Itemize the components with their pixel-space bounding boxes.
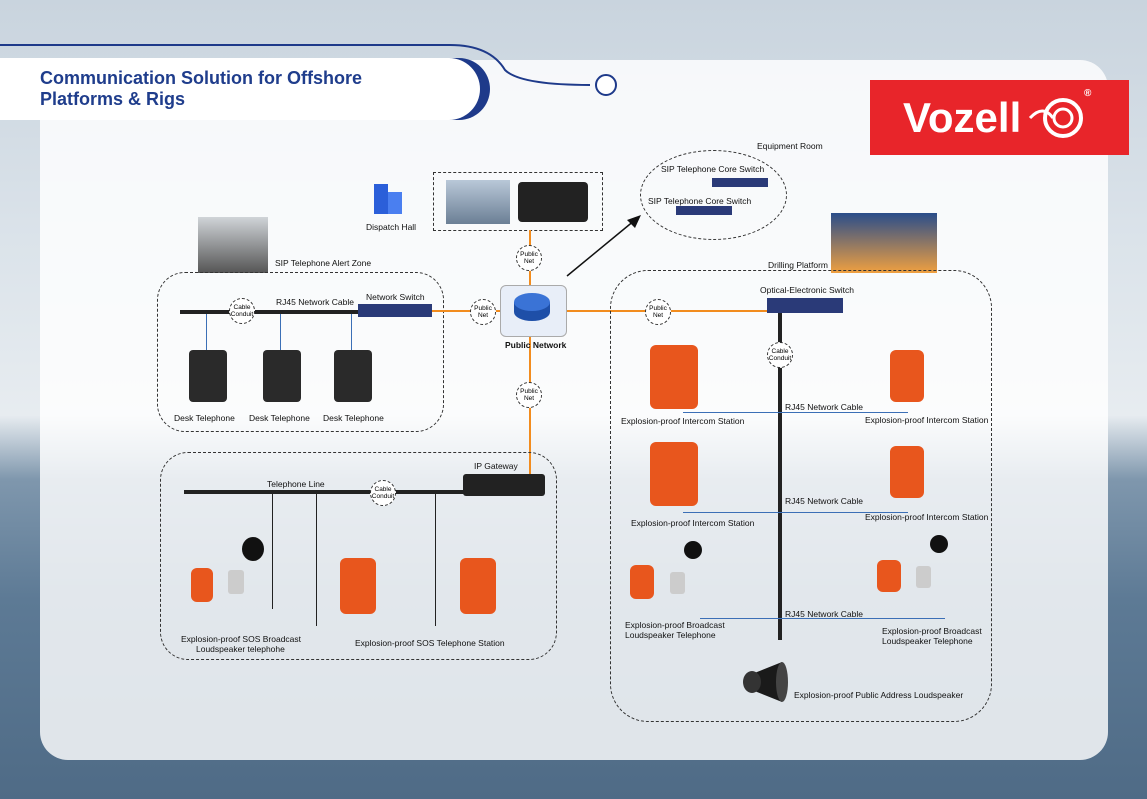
pa-loudspeaker-label: Explosion-proof Public Address Loudspeak… — [794, 690, 964, 700]
sos-broadcast-junction-box — [228, 570, 244, 594]
core-switch-label-2: SIP Telephone Core Switch — [648, 196, 752, 206]
rj45-label-row-3: RJ45 Network Cable — [785, 609, 863, 619]
rj45-cable-row-1 — [683, 412, 908, 413]
intercom-station-3 — [650, 442, 698, 506]
public-net-vertical-line — [529, 230, 531, 492]
rj45-cable-row-2 — [683, 512, 908, 513]
core-switch-1 — [712, 178, 768, 187]
phone-cable-1 — [206, 314, 207, 350]
equipment-room-zone — [640, 150, 787, 240]
dispatch-hall-label: Dispatch Hall — [366, 222, 417, 232]
sos-station-cable-1 — [316, 494, 317, 626]
public-network-label: Public Network — [505, 340, 567, 350]
network-switch-label: Network Switch — [366, 292, 425, 302]
rj45-label-row-2: RJ45 Network Cable — [785, 496, 863, 506]
ip-gateway-label: IP Gateway — [474, 461, 518, 471]
broadcast-label-left-1: Explosion-proof Broadcast — [625, 620, 725, 630]
alert-zone-label: SIP Telephone Alert Zone — [275, 258, 372, 268]
telephone-line — [184, 490, 464, 494]
drilling-backbone-cable — [778, 313, 782, 640]
building-icon — [374, 184, 402, 214]
intercom-label-3: Explosion-proof Intercom Station — [631, 518, 755, 528]
optical-switch-label: Optical-Electronic Switch — [760, 285, 855, 295]
intercom-station-4 — [890, 446, 924, 498]
sos-broadcast-speaker — [242, 537, 264, 561]
public-net-horizontal-line — [432, 310, 767, 312]
alert-zone — [157, 272, 444, 432]
intercom-label-1: Explosion-proof Intercom Station — [621, 416, 745, 426]
pa-loudspeaker-icon — [743, 662, 788, 702]
rj45-cable-label: RJ45 Network Cable — [276, 297, 354, 307]
drilling-platform-zone — [610, 270, 992, 722]
drilling-platform-photo — [831, 213, 937, 273]
intercom-label-4: Explosion-proof Intercom Station — [865, 512, 989, 522]
sos-station-cable-2 — [435, 494, 436, 626]
intercom-station-1 — [650, 345, 698, 409]
broadcast-speaker-left — [684, 541, 702, 559]
broadcast-junction-right — [916, 566, 931, 588]
rj45-cable-row-3 — [700, 618, 945, 619]
equipment-room-label: Equipment Room — [757, 141, 823, 151]
sos-broadcast-cable — [272, 494, 273, 609]
broadcast-label-right-2: Loudspeaker Telephone — [882, 636, 973, 646]
title-decoration-line — [0, 44, 617, 96]
ip-gateway — [463, 474, 545, 496]
desk-telephone-label-2: Desk Telephone — [249, 413, 310, 423]
rj45-label-row-1: RJ45 Network Cable — [785, 402, 863, 412]
dispatch-hall-zone — [433, 172, 603, 231]
broadcast-label-right-1: Explosion-proof Broadcast — [882, 626, 982, 636]
intercom-station-2 — [890, 350, 924, 402]
office-photo — [198, 217, 268, 273]
telephone-line-label: Telephone Line — [267, 479, 325, 489]
broadcast-junction-left — [670, 572, 685, 594]
broadcast-label-left-2: Loudspeaker Telephone — [625, 630, 716, 640]
broadcast-phone-right — [877, 560, 901, 592]
core-switch-2 — [676, 206, 732, 215]
broadcast-speaker-right — [930, 535, 948, 553]
desk-telephone-label-3: Desk Telephone — [323, 413, 384, 423]
title-bar — [0, 58, 480, 120]
logo-swirl-icon — [1028, 98, 1083, 138]
router-icon — [514, 293, 550, 321]
sos-telephone-station-2 — [460, 558, 496, 614]
diagram-panel — [40, 60, 1108, 760]
network-switch — [358, 304, 432, 317]
intercom-label-2: Explosion-proof Intercom Station — [865, 415, 989, 425]
phone-cable-2 — [280, 314, 281, 350]
desk-telephone-label-1: Desk Telephone — [174, 413, 235, 423]
desk-telephone-3 — [334, 350, 372, 402]
sos-broadcast-phone — [191, 568, 213, 602]
drilling-platform-label: Drilling Platform — [768, 260, 828, 270]
desk-telephone-1 — [189, 350, 227, 402]
phone-cable-3 — [351, 314, 352, 350]
vozell-logo: Vozell ® — [870, 80, 1129, 155]
sos-telephone-station-1 — [340, 558, 376, 614]
broadcast-phone-left — [630, 565, 654, 599]
dispatch-console-image — [518, 182, 588, 222]
page-title: Communication Solution for Offshore Plat… — [40, 68, 362, 109]
arrow-to-equipment-room — [566, 215, 641, 277]
optical-electronic-switch — [767, 298, 843, 313]
desk-telephone-2 — [263, 350, 301, 402]
sos-station-label: Explosion-proof SOS Telephone Station — [355, 638, 505, 648]
gateway-zone — [160, 452, 557, 660]
sos-broadcast-label-2: Loudspeaker telephohe — [196, 644, 285, 654]
core-switch-label-1: SIP Telephone Core Switch — [661, 164, 765, 174]
sos-broadcast-label-1: Explosion-proof SOS Broadcast — [181, 634, 302, 644]
control-room-photo — [446, 180, 510, 224]
rj45-backbone — [180, 310, 360, 314]
